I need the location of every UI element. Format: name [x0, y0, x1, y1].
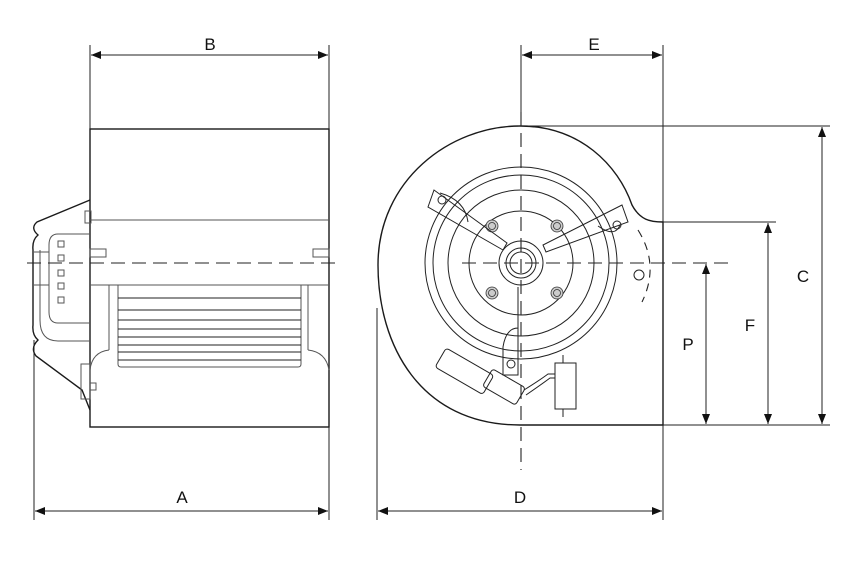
dimension-label-f: F	[745, 316, 755, 335]
mounting-arms	[427, 189, 651, 417]
dimension-label-a: A	[176, 488, 188, 507]
dimension-label-e: E	[588, 35, 599, 54]
dimension-label-c: C	[797, 267, 809, 286]
dimension-lines	[33, 45, 830, 520]
dimension-label-p: P	[682, 335, 693, 354]
fan-blades	[118, 297, 301, 361]
front-view	[377, 112, 730, 470]
bolts	[485, 219, 564, 300]
side-view	[27, 128, 340, 428]
dimension-label-b: B	[204, 35, 215, 54]
dimension-label-d: D	[514, 488, 526, 507]
